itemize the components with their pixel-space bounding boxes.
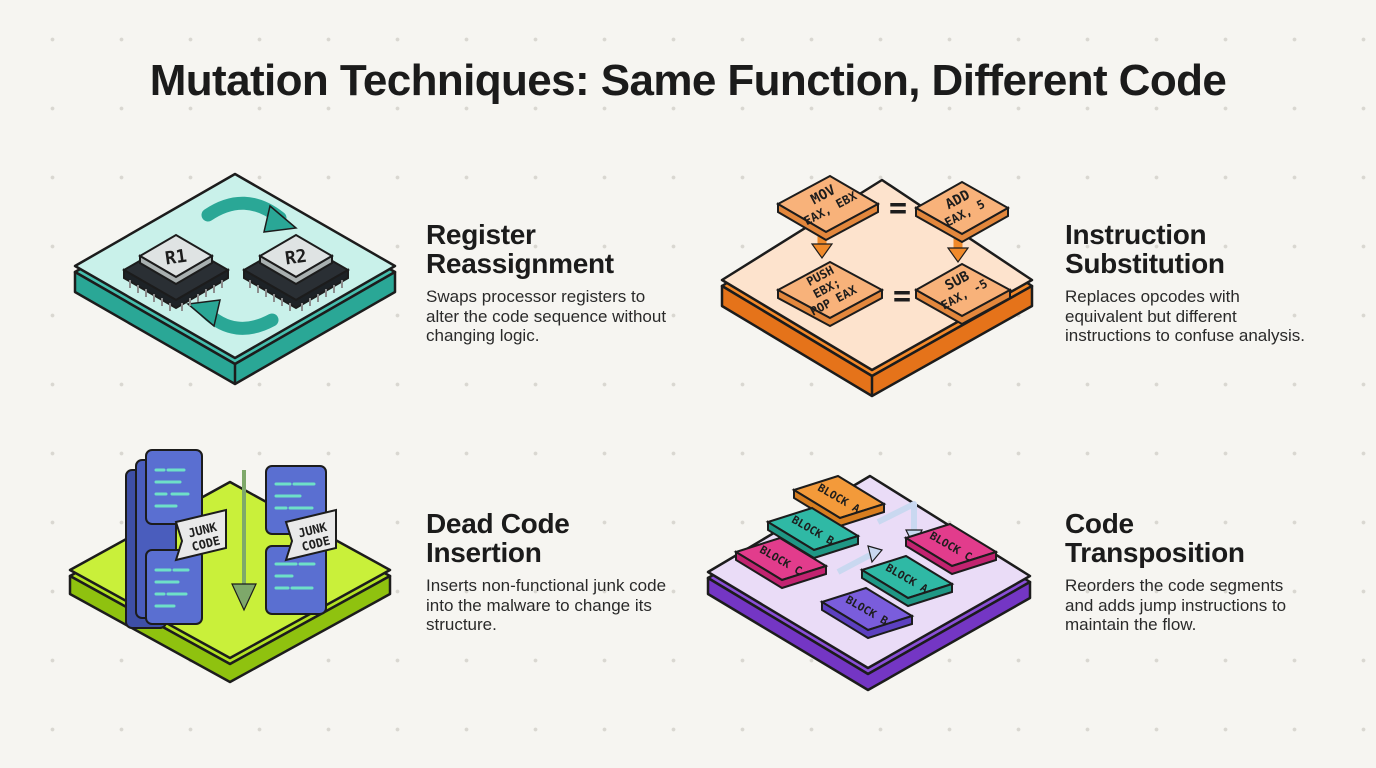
svg-text:JUNK: JUNK — [297, 520, 329, 541]
code-block-a-moved: BLOCK A — [859, 554, 955, 608]
instruction-substitution-description: Replaces opcodes with equivalent but dif… — [1065, 287, 1306, 345]
dead-code-insertion-text: Dead Code Insertion Inserts non-function… — [426, 509, 686, 635]
code-transposition-description: Reorders the code segments and adds jump… — [1065, 576, 1287, 634]
svg-text:CODE: CODE — [190, 533, 221, 554]
dead-code-insertion-heading: Dead Code Insertion — [426, 508, 570, 568]
register-chip-r2: R2 — [241, 233, 351, 311]
chip-r1-label: R1 — [164, 246, 188, 270]
instruction-box-add: ADD EAX, 5 — [913, 180, 1011, 244]
instruction-substitution-heading: Instruction Substitution — [1065, 219, 1225, 279]
register-reassignment-heading: Register Reassignment — [426, 219, 614, 279]
code-transposition-heading: Code Transposition — [1065, 508, 1245, 568]
code-transposition-illustration: BLOCK A BLOCK B BLOCK C BLOCK C BLOCK A — [700, 460, 1040, 700]
instruction-box-push-pop: PUSH EBX; POP EAX — [775, 260, 885, 328]
code-block-b-original: BLOCK B — [765, 506, 861, 560]
junk-code-tag-left: JUNK CODE — [174, 508, 227, 562]
code-transposition-text: Code Transposition Reorders the code seg… — [1065, 509, 1325, 635]
svg-text:JUNK: JUNK — [187, 520, 219, 541]
server-stack-left — [125, 449, 203, 629]
instruction-substitution-illustration: MOV EAX, EBX = ADD EAX, 5 PUSH EBX; POP … — [710, 160, 1050, 400]
dead-code-insertion-description: Inserts non-functional junk code into th… — [426, 576, 667, 634]
page-title: Mutation Techniques: Same Function, Diff… — [149, 56, 1227, 105]
register-reassignment-description: Swaps processor registers to alter the c… — [426, 287, 667, 345]
register-chip-r1: R1 — [121, 233, 231, 311]
code-block-c-moved: BLOCK C — [903, 522, 999, 576]
register-reassignment-text: Register Reassignment Swaps processor re… — [426, 220, 686, 346]
junk-code-tag-right: JUNK CODE — [284, 508, 337, 562]
register-reassignment-illustration: R1 R2 — [60, 170, 420, 400]
equals-sign-top: = — [889, 191, 907, 226]
instruction-box-sub: SUB EAX, -5 — [913, 262, 1013, 326]
code-block-a-original: BLOCK A — [791, 474, 887, 528]
instruction-substitution-text: Instruction Substitution Replaces opcode… — [1065, 220, 1325, 346]
dead-code-insertion-illustration: JUNK CODE JUNK CODE — [60, 430, 400, 684]
chip-r2-label: R2 — [284, 246, 308, 270]
code-block-b-moved: BLOCK B — [819, 586, 915, 640]
instruction-box-mov: MOV EAX, EBX — [775, 174, 881, 242]
code-block-c-original: BLOCK C — [733, 536, 829, 590]
equals-sign-bottom: = — [893, 279, 911, 314]
svg-text:CODE: CODE — [300, 533, 331, 554]
